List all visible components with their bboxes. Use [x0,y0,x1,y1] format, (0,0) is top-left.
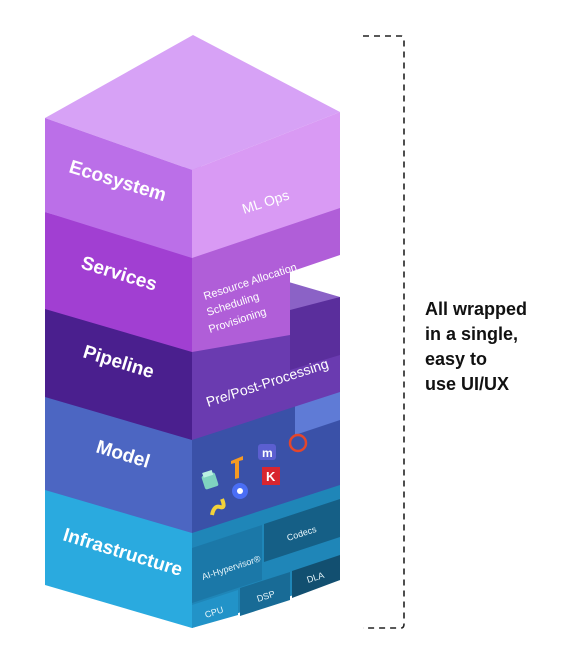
svg-text:m: m [262,446,273,460]
hypervisor-module [192,525,262,603]
codecs-module [264,499,340,562]
python-icon [210,498,226,516]
dla-module [292,555,340,598]
caption-line: in a single, [425,324,519,344]
model-left-face [45,395,192,533]
caption-line: use UI/UX [425,374,510,394]
ecosystem-layer: Ecosystem ML Ops [45,35,340,258]
services-left-face [45,212,192,352]
dsp-module [240,572,290,616]
pytorch-icon [288,433,308,453]
pipeline-notch-front [290,297,340,370]
ecosystem-top [45,35,340,170]
caption: All wrapped in a single, easy to use UI/… [425,297,575,397]
ecosystem-right-face [192,112,340,258]
kubernetes-icon [232,483,248,499]
cpu-module [192,590,238,628]
caption-line: easy to [425,349,488,369]
dashed-bracket [363,35,405,629]
caption-line: All wrapped [425,299,528,319]
keras-icon: K [262,467,280,485]
ecosystem-left-face [45,118,192,258]
infrastructure-left-face [45,488,192,628]
mxnet-icon: m [258,444,276,460]
svg-text:K: K [266,469,276,484]
box-icon [201,469,219,490]
tensorflow-icon [231,456,243,479]
